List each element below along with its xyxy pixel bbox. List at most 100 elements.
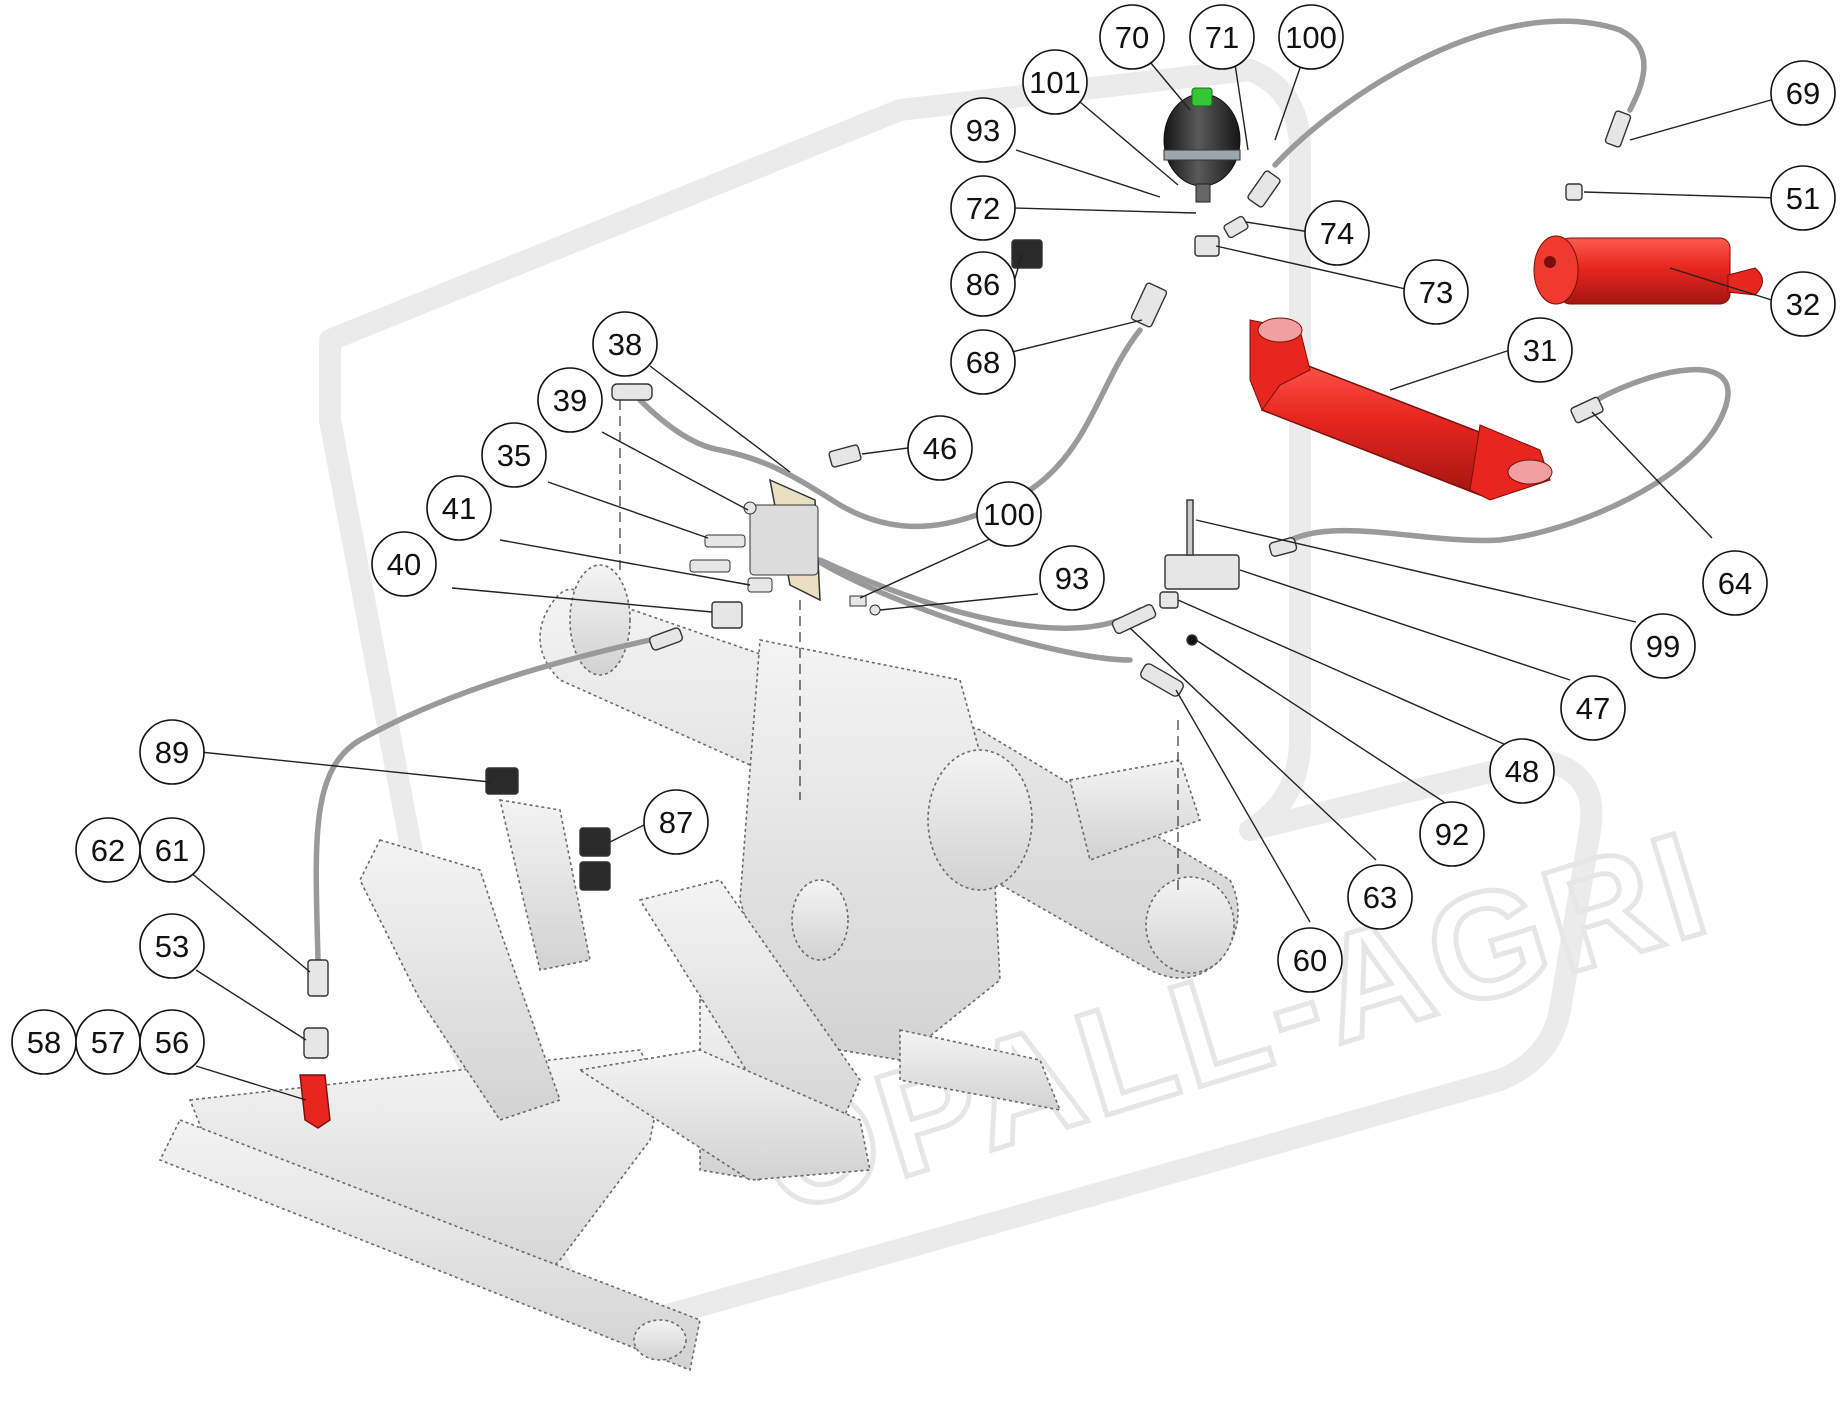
guide-lines (619, 400, 1179, 895)
callout-circle (139, 913, 205, 979)
right-bracket (1069, 759, 1202, 862)
leader-31 (1389, 349, 1511, 391)
leader-99 (1195, 519, 1637, 623)
nut-39 (743, 501, 757, 515)
callout-64: 64 (1702, 550, 1768, 616)
leader-101 (1079, 101, 1179, 186)
callout-label: 47 (1576, 691, 1610, 726)
fitting-56-red (299, 1074, 331, 1129)
fitting-68 (1130, 282, 1168, 328)
leader-93a (1015, 149, 1161, 198)
callout-label: 62 (91, 833, 125, 868)
fitting-99-bolt (1186, 499, 1194, 556)
callout-circle (1347, 864, 1413, 930)
fitting-51 (1565, 183, 1583, 201)
callout-53: 53 (139, 913, 205, 979)
hose-69 (1272, 18, 1647, 168)
fitting-48 (1159, 591, 1179, 609)
callout-label: 51 (1786, 181, 1820, 216)
callout-40: 40 (371, 531, 437, 597)
tube-end-right (1145, 876, 1235, 974)
callout-circle (907, 415, 973, 481)
callout-label: 99 (1646, 629, 1680, 664)
callout-101: 101 (1022, 49, 1088, 115)
right-link (899, 1029, 1062, 1112)
callout-label: 32 (1786, 287, 1820, 322)
leader-89 (199, 751, 491, 783)
callout-circle (1099, 4, 1165, 70)
leader-47 (1239, 569, 1571, 681)
callout-circle (139, 719, 205, 785)
port-41 (747, 577, 773, 593)
callout-label: 89 (155, 735, 189, 770)
leader-35 (547, 481, 709, 539)
callout-label: 40 (387, 547, 421, 582)
callout-label: 41 (442, 491, 476, 526)
accumulator-70 (1163, 87, 1241, 203)
plug-92 (1186, 634, 1198, 646)
leader-100b (859, 537, 993, 599)
fitting-53 (303, 1027, 329, 1059)
accumulator-body (1163, 93, 1241, 187)
fitting-71-hose-end (1247, 170, 1281, 208)
callout-circle (1039, 545, 1105, 611)
callout-circle (426, 475, 492, 541)
callout-41: 41 (426, 475, 492, 541)
hose-68 (637, 327, 1143, 530)
port-35 (704, 534, 746, 548)
callout-35: 35 (481, 422, 547, 488)
valve-manifold (689, 478, 881, 616)
callout-label: 58 (27, 1025, 61, 1060)
callout-circle (537, 367, 603, 433)
fitting-69 (1604, 110, 1632, 148)
callout-circle (139, 1009, 205, 1075)
callout-70: 70 (1099, 4, 1165, 70)
manifold-block (749, 504, 819, 576)
left-bracket (498, 799, 591, 971)
callout-circle (1022, 49, 1088, 115)
centre-boss (791, 879, 849, 961)
clamp-87a (579, 827, 611, 857)
cylinder-32-body (1559, 237, 1731, 305)
callout-circle (1419, 801, 1485, 867)
leader-93b (879, 593, 1039, 611)
accumulator-band (1163, 149, 1241, 161)
callout-label: 48 (1505, 754, 1539, 789)
leader-56 (195, 1065, 307, 1101)
callout-circle (592, 311, 658, 377)
fitting-40 (711, 601, 743, 629)
pivot-ring (927, 749, 1033, 891)
cylinder-32-port (1544, 256, 1556, 268)
callout-label: 31 (1523, 333, 1557, 368)
leader-68 (1011, 319, 1143, 353)
callout-label: 35 (497, 438, 531, 473)
callout-63: 63 (1347, 864, 1413, 930)
leader-38 (649, 365, 791, 473)
leader-39 (601, 431, 749, 511)
callout-circle (1560, 675, 1626, 741)
leader-61 (189, 871, 311, 973)
leader-69 (1629, 97, 1779, 141)
hose-61 (313, 637, 653, 963)
callout-68: 68 (950, 329, 1016, 395)
frame-assembly (158, 564, 1239, 1372)
fitting-46 (828, 444, 862, 468)
cylinder-31-eye-bottom (1507, 459, 1553, 485)
callout-87: 87 (643, 789, 709, 855)
callout-circle (1507, 317, 1573, 383)
leader-lines (189, 61, 1779, 1101)
leader-70 (1149, 61, 1191, 111)
fitting-38-elbow (611, 383, 653, 401)
fitting-100b (849, 595, 867, 607)
callout-62: 62 (75, 817, 141, 883)
callout-label: 73 (1419, 275, 1453, 310)
fitting-62-61 (307, 959, 329, 997)
callout-89: 89 (139, 719, 205, 785)
accumulator-cap (1191, 87, 1213, 107)
fitting-64 (1570, 396, 1604, 424)
washer-93b (869, 604, 881, 616)
callout-circle (1702, 550, 1768, 616)
callout-46: 46 (907, 415, 973, 481)
leader-40 (451, 587, 713, 613)
